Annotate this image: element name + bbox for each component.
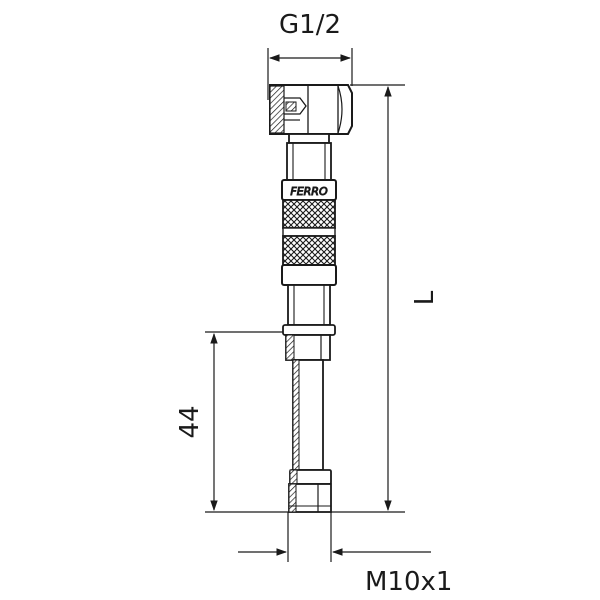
nut-g12 [269, 84, 353, 135]
dimension-insert: 44 [175, 331, 292, 513]
dimension-m10: M10x1 [238, 512, 452, 597]
insert-fitting [285, 334, 332, 513]
thread-bottom-label: M10x1 [365, 567, 452, 597]
insert-sleeve [282, 284, 336, 336]
braided-hose [282, 199, 336, 266]
bottom-ferrule [281, 264, 337, 286]
nut-neck [286, 133, 332, 181]
brand-label: FERRO [290, 185, 328, 198]
insert-length-label: 44 [175, 405, 205, 438]
dimension-length: L [330, 84, 440, 513]
hose-assembly: FERRO [269, 84, 353, 513]
dimension-g12: G1/2 [267, 10, 353, 100]
length-label: L [410, 290, 440, 305]
top-ferrule: FERRO [281, 179, 337, 201]
thread-top-label: G1/2 [279, 10, 341, 40]
